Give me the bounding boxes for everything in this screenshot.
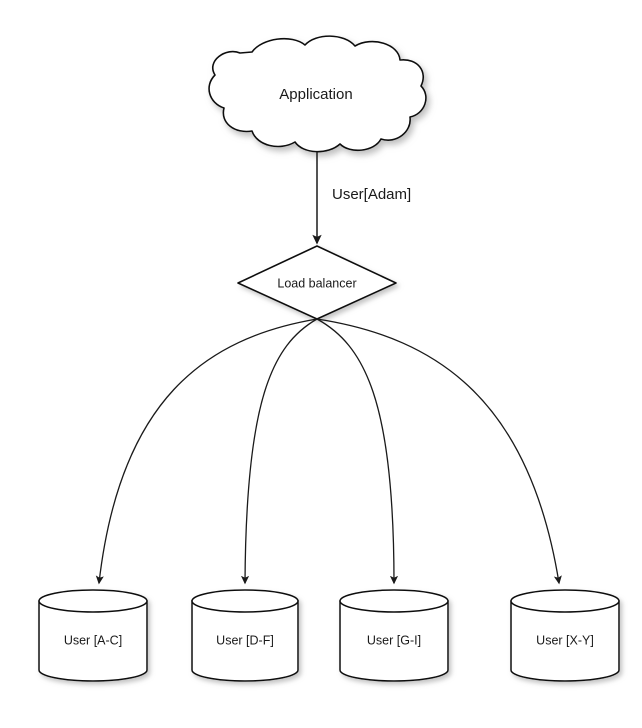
edge-curve-df: [240, 318, 318, 585]
node-database-1[interactable]: User [D-F]: [191, 589, 299, 682]
node-database-3[interactable]: User [X-Y]: [510, 589, 620, 682]
cylinder-shape-0: [38, 589, 148, 682]
edge-label-user-adam: User[Adam]: [332, 186, 411, 203]
cylinder-shape-1: [191, 589, 299, 682]
edge-lb-to-db-0[interactable]: [95, 318, 318, 585]
edge-lb-to-db-2[interactable]: [316, 318, 399, 585]
database-label-2: User [G-I]: [367, 633, 421, 647]
application-label: Application: [279, 86, 352, 103]
load-balancer-label: Load balancer: [277, 276, 356, 290]
edge-curve-ac: [95, 318, 318, 585]
cylinder-shape-3: [510, 589, 620, 682]
edge-curve-xy: [316, 318, 562, 585]
cloud-shape: [208, 35, 427, 153]
edge-lb-to-db-1[interactable]: [240, 318, 318, 585]
node-application[interactable]: Application: [208, 35, 427, 153]
edge-curve-gi: [316, 318, 399, 585]
cylinder-shape-2: [339, 589, 449, 682]
database-label-1: User [D-F]: [216, 633, 274, 647]
database-label-3: User [X-Y]: [536, 633, 594, 647]
node-load-balancer[interactable]: Load balancer: [237, 245, 397, 320]
edge-application-to-load-balancer[interactable]: User[Adam]: [312, 152, 411, 245]
node-database-2[interactable]: User [G-I]: [339, 589, 449, 682]
database-label-0: User [A-C]: [64, 633, 122, 647]
node-database-0[interactable]: User [A-C]: [38, 589, 148, 682]
edge-lb-to-db-3[interactable]: [316, 318, 562, 585]
